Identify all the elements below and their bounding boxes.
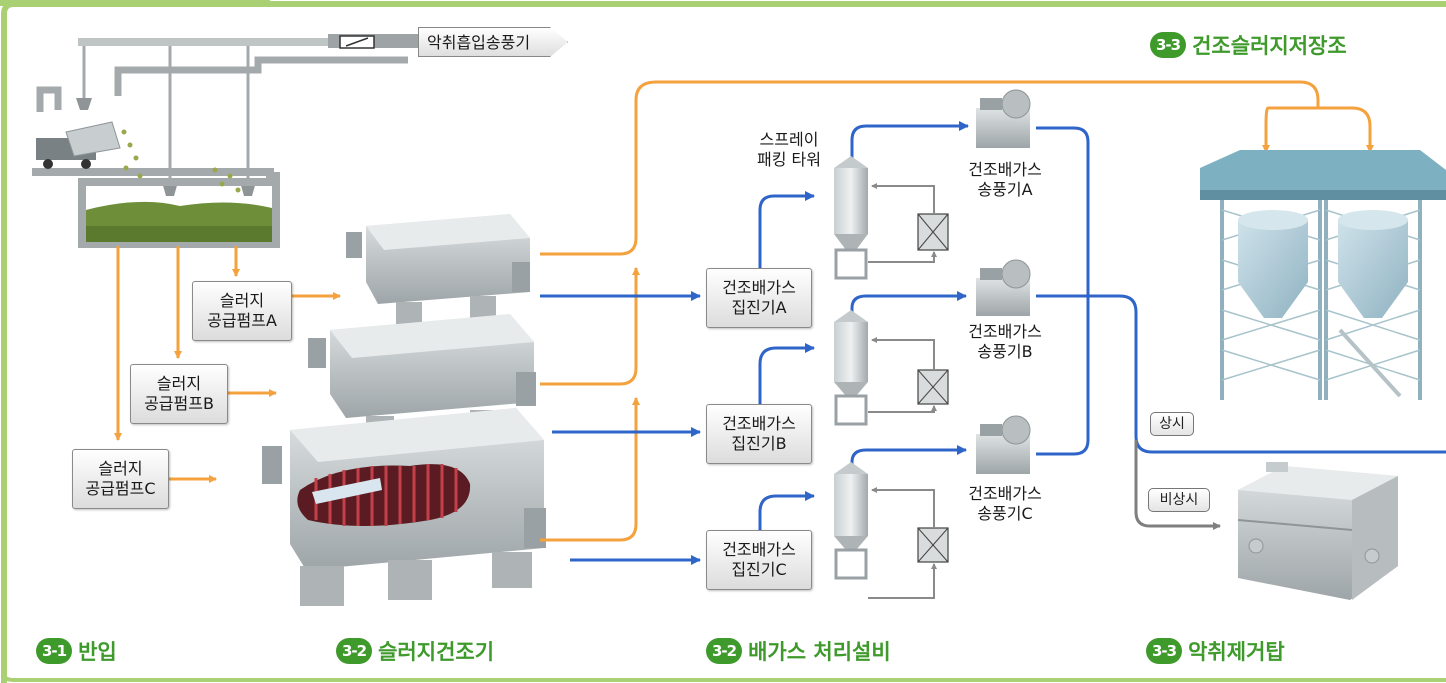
odor-removal-tower bbox=[1237, 462, 1398, 600]
section-title: 악취제거탑 bbox=[1188, 640, 1285, 664]
collector-label-line1: 건조배가스 bbox=[722, 414, 796, 433]
normal-mode-label: 상시 bbox=[1150, 412, 1194, 436]
pump-label-line2: 공급펌프A bbox=[207, 311, 277, 330]
pump-label-line2: 공급펌프C bbox=[85, 479, 156, 498]
gas-to-collector-lines bbox=[540, 121, 1446, 565]
pump-label-line1: 슬러지 bbox=[98, 459, 143, 478]
collector-b-label: 건조배가스 집진기B bbox=[706, 404, 812, 464]
pump-feed-lines bbox=[114, 246, 341, 483]
section-title: 배가스 처리설비 bbox=[748, 640, 891, 664]
pump-label-line1: 슬러지 bbox=[156, 374, 202, 393]
frame-bottom bbox=[2, 673, 1446, 682]
tower-label-line1: 스프레이 bbox=[759, 130, 819, 149]
blower-label-line2: 송풍기A bbox=[977, 180, 1033, 199]
blower-label-line2: 송풍기C bbox=[977, 504, 1033, 523]
collector-c-label: 건조배가스 집진기C bbox=[706, 530, 812, 590]
collector-a-label: 건조배가스 집진기A bbox=[706, 268, 812, 328]
blower-c-label: 건조배가스 송풍기C bbox=[950, 484, 1060, 524]
sludge-pump-c-label: 슬러지 공급펌프C bbox=[72, 449, 169, 509]
reception-building-icon bbox=[32, 34, 418, 248]
section-exhaust-gas-treatment: 3-2 배가스 처리설비 bbox=[706, 636, 891, 666]
section-badge: 3-3 bbox=[1146, 638, 1183, 664]
section-dried-sludge-storage: 3-3 건조슬러지저장조 bbox=[1150, 30, 1347, 60]
section-odor-removal: 3-3 악취제거탑 bbox=[1146, 636, 1285, 666]
collector-label-line1: 건조배가스 bbox=[722, 278, 796, 297]
top-tab bbox=[0, 0, 270, 6]
sludge-dryer-c bbox=[262, 408, 546, 606]
blower-b-label: 건조배가스 송풍기B bbox=[950, 322, 1060, 362]
spray-packing-tower-c bbox=[834, 462, 949, 599]
exhaust-blower-c-icon bbox=[976, 415, 1031, 474]
section-sludge-dryer: 3-2 슬러지건조기 bbox=[336, 636, 494, 666]
collector-label-line2: 집진기C bbox=[731, 560, 787, 579]
spray-packing-tower-a bbox=[834, 156, 949, 280]
sludge-dryer-a bbox=[346, 214, 530, 324]
spray-tower-label: 스프레이 패킹 타워 bbox=[734, 130, 844, 170]
section-badge: 3-2 bbox=[336, 638, 373, 664]
blower-a-label: 건조배가스 송풍기A bbox=[950, 160, 1060, 200]
spray-packing-tower-b bbox=[834, 310, 949, 426]
pump-label-line1: 슬러지 bbox=[219, 291, 265, 310]
emergency-line bbox=[1134, 440, 1221, 530]
emergency-mode-label: 비상시 bbox=[1148, 488, 1210, 512]
section-badge: 3-1 bbox=[36, 638, 73, 664]
section-title: 슬러지건조기 bbox=[378, 640, 495, 664]
blower-label-line1: 건조배가스 bbox=[968, 160, 1042, 179]
pump-label-line2: 공급펌프B bbox=[144, 394, 214, 413]
section-badge: 3-3 bbox=[1150, 32, 1187, 58]
dried-sludge-lines bbox=[540, 80, 1374, 542]
section-reception: 3-1 반입 bbox=[36, 636, 117, 666]
odor-blower-banner: 악취흡입송풍기 bbox=[418, 27, 568, 57]
blower-label-line1: 건조배가스 bbox=[968, 484, 1042, 503]
dump-truck-icon bbox=[36, 121, 121, 169]
collector-label-line1: 건조배가스 bbox=[722, 540, 796, 559]
section-title: 건조슬러지저장조 bbox=[1192, 34, 1347, 58]
blower-label-line1: 건조배가스 bbox=[968, 322, 1042, 341]
collector-label-line2: 집진기B bbox=[731, 434, 787, 453]
blower-label-line2: 송풍기B bbox=[977, 342, 1033, 361]
section-title: 반입 bbox=[78, 640, 117, 664]
section-badge: 3-2 bbox=[706, 638, 743, 664]
sludge-pump-a-label: 슬러지 공급펌프A bbox=[192, 281, 292, 341]
dried-sludge-storage-silos bbox=[1200, 150, 1446, 400]
tower-label-line2: 패킹 타워 bbox=[757, 150, 821, 169]
sludge-pump-b-label: 슬러지 공급펌프B bbox=[130, 364, 228, 424]
exhaust-blower-a-icon bbox=[976, 89, 1031, 148]
exhaust-blower-b-icon bbox=[976, 259, 1031, 316]
collector-label-line2: 집진기A bbox=[731, 298, 787, 317]
